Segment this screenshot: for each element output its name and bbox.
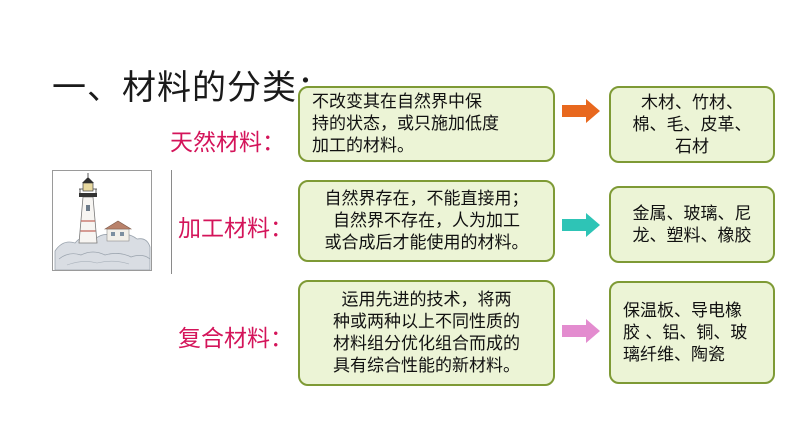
examples-box-processed: 金属、玻璃、尼 龙、塑料、橡胶 (609, 186, 775, 263)
arrow-right-icon (562, 213, 600, 237)
definition-box-natural: 不改变其在自然界中保 持的状态，或只施加低度 加工的材料。 (298, 86, 555, 162)
arrow-right-icon (562, 99, 600, 123)
divider-line (171, 170, 172, 274)
page-title: 一、材料的分类： (52, 68, 332, 108)
lighthouse-icon (53, 171, 151, 270)
definition-box-processed: 自然界存在，不能直接用； 自然界不存在，人为加工 或合成后才能使用的材料。 (298, 180, 555, 262)
arrow-right-icon (562, 319, 600, 343)
examples-box-natural: 木材、竹材、 棉、毛、皮革、 石材 (609, 86, 775, 163)
label-natural-material: 天然材料： (170, 130, 285, 156)
lighthouse-image (52, 170, 152, 271)
examples-box-composite: 保温板、导电橡 胶 、铝、铜、玻 璃纤维、陶瓷 (609, 281, 775, 384)
label-composite-material: 复合材料： (178, 326, 293, 352)
definition-box-composite: 运用先进的技术，将两 种或两种以上不同性质的 材料组分优化组合而成的 具有综合性… (298, 280, 555, 386)
label-processed-material: 加工材料： (178, 216, 293, 242)
